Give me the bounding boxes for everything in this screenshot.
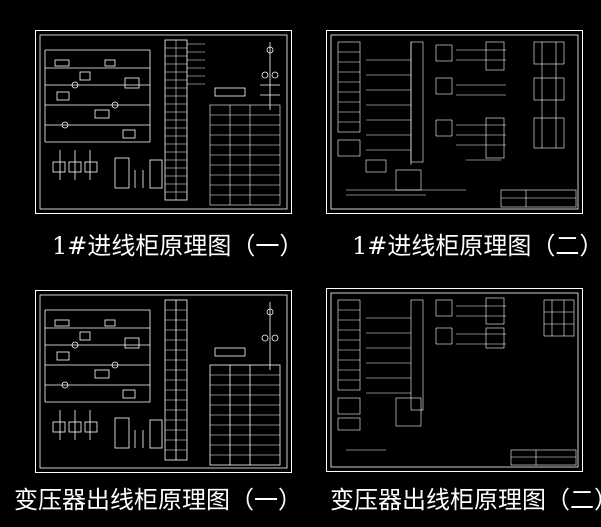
sheet-3-caption: 变压器出线柜原理图（一）: [14, 486, 302, 514]
drawing-sheet-1[interactable]: [35, 30, 292, 214]
schematic-drawing-2: [326, 30, 583, 214]
sheet-1-caption: 1#进线柜原理图（一）: [52, 232, 304, 260]
schematic-drawing-3: [35, 290, 292, 473]
drawing-sheet-3[interactable]: [35, 290, 292, 473]
schematic-drawing-1: [35, 30, 292, 214]
drawing-sheet-2[interactable]: [326, 30, 583, 214]
sheet-4-caption: 变压器出线柜原理图（二）: [330, 486, 601, 514]
drawing-sheet-4[interactable]: [326, 288, 583, 472]
sheet-2-caption: 1#进线柜原理图（二）: [352, 232, 601, 260]
schematic-drawing-4: [326, 288, 583, 472]
